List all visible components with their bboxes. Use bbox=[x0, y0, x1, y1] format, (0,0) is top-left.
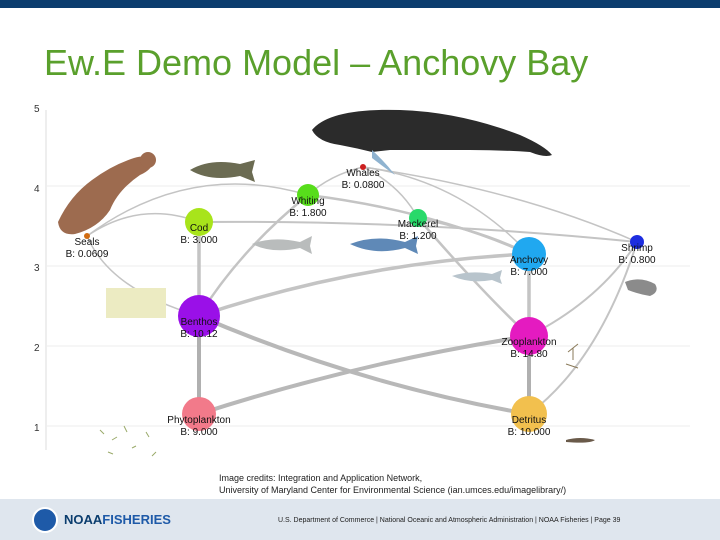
mackerel-illustration bbox=[350, 236, 418, 254]
node-zooplankton-name: Zooplankton bbox=[501, 337, 556, 348]
anchovy-illustration bbox=[452, 270, 502, 284]
node-seals-name: Seals bbox=[74, 237, 99, 248]
zooplankton-illustration bbox=[565, 343, 579, 369]
logo-noaa-text: NOAA bbox=[64, 512, 103, 527]
footer bbox=[0, 499, 720, 540]
credits-line-1: Image credits: Integration and Applicati… bbox=[219, 473, 423, 483]
node-whiting-biomass: B: 1.800 bbox=[289, 208, 327, 219]
node-phytoplankton-name: Phytoplankton bbox=[167, 415, 230, 426]
benthos-illustration bbox=[106, 288, 166, 318]
node-shrimp-circle bbox=[630, 235, 644, 249]
food-web-diagram: 5 4 3 2 1 bbox=[34, 104, 690, 457]
trophic-axis: 5 4 3 2 1 bbox=[34, 104, 690, 450]
trophic-links bbox=[86, 166, 638, 416]
node-seals-biomass: B: 0.0609 bbox=[66, 249, 109, 260]
node-whales-name: Whales bbox=[346, 168, 379, 179]
top-bar bbox=[0, 0, 720, 8]
node-shrimp-biomass: B: 0.800 bbox=[618, 255, 656, 266]
whiting-illustration bbox=[252, 236, 312, 254]
node-whales-biomass: B: 0.0800 bbox=[342, 180, 385, 191]
axis-tick-1: 1 bbox=[34, 423, 40, 434]
link-whales-shrimp bbox=[362, 166, 638, 243]
link-anchovy-benthos bbox=[198, 252, 530, 318]
credits-line-2: University of Maryland Center for Enviro… bbox=[219, 485, 567, 495]
noaa-logo-icon bbox=[32, 507, 58, 533]
link-zooplankton-phytoplankton bbox=[198, 334, 530, 416]
node-phytoplankton-circle bbox=[182, 397, 216, 431]
node-zooplankton-circle bbox=[510, 317, 548, 355]
node-shrimp-name: Shrimp bbox=[621, 243, 653, 254]
cod-illustration bbox=[190, 160, 255, 182]
link-shrimp-detritus bbox=[528, 241, 638, 415]
node-mackerel-name: Mackerel bbox=[398, 219, 439, 230]
link-benthos-detritus bbox=[198, 314, 530, 416]
whale-illustration bbox=[312, 109, 552, 175]
footer-text: U.S. Department of Commerce | National O… bbox=[278, 517, 621, 524]
logo-fisheries-text: FISHERIES bbox=[102, 512, 171, 527]
node-cod-name: Cod bbox=[190, 223, 208, 234]
link-seals-whiting bbox=[86, 183, 309, 237]
node-detritus-name: Detritus bbox=[512, 415, 546, 426]
noaa-fisheries-logo: NOAAFISHERIES bbox=[64, 512, 171, 527]
axis-tick-2: 2 bbox=[34, 343, 40, 354]
node-anchovy-name: Anchovy bbox=[510, 255, 548, 266]
node-benthos-biomass: B: 10.12 bbox=[180, 329, 218, 340]
phytoplankton-illustration bbox=[99, 425, 157, 457]
image-credits: Image credits: Integration and Applicati… bbox=[219, 472, 566, 496]
node-mackerel-biomass: B: 1.200 bbox=[399, 231, 437, 242]
node-whiting-name: Whiting bbox=[291, 196, 324, 207]
shrimp-illustration bbox=[625, 279, 657, 296]
detritus-illustration bbox=[566, 438, 595, 443]
axis-tick-3: 3 bbox=[34, 263, 40, 274]
node-whiting-circle bbox=[297, 184, 319, 206]
node-anchovy-circle bbox=[512, 237, 546, 271]
node-detritus-circle bbox=[511, 396, 547, 432]
axis-tick-5: 5 bbox=[34, 104, 40, 115]
node-benthos-circle bbox=[178, 295, 220, 337]
node-anchovy-biomass: B: 7.000 bbox=[510, 267, 548, 278]
node-detritus-biomass: B: 10.000 bbox=[508, 427, 551, 438]
page-title: Ew.E Demo Model – Anchovy Bay bbox=[44, 42, 589, 83]
node-seals-circle bbox=[84, 233, 90, 239]
axis-tick-4: 4 bbox=[34, 184, 40, 195]
node-whales-circle bbox=[360, 164, 366, 170]
node-cod-circle bbox=[185, 208, 213, 236]
seal-illustration bbox=[58, 152, 156, 235]
node-benthos-name: Benthos bbox=[181, 317, 218, 328]
node-cod-biomass: B: 3.000 bbox=[180, 235, 218, 246]
node-mackerel-circle bbox=[409, 209, 427, 227]
node-phytoplankton-biomass: B: 9.000 bbox=[180, 427, 218, 438]
node-zooplankton-biomass: B: 14.80 bbox=[510, 349, 548, 360]
